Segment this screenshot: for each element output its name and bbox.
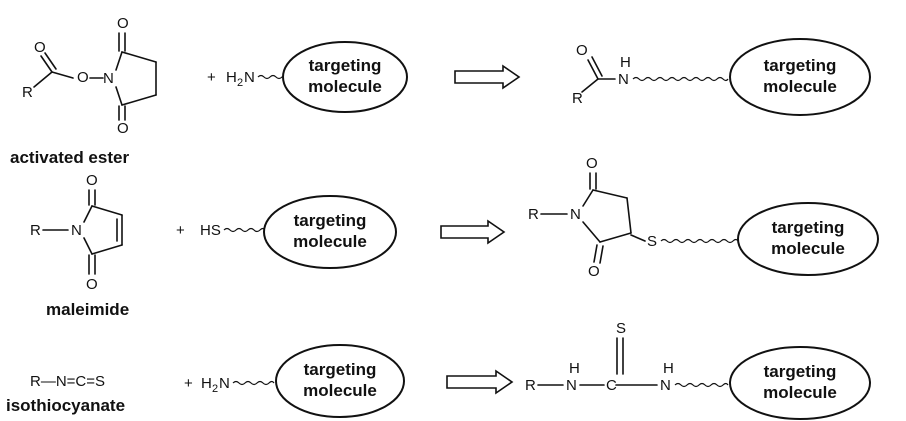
row-activated-ester: R O O N O O activated ester + H 2 <box>10 15 871 167</box>
bonds-thiourea <box>537 337 658 386</box>
linker-wavy <box>632 76 729 82</box>
linker-wavy <box>660 238 739 244</box>
atom-o: O <box>34 39 46 56</box>
targeting-molecule-ellipse <box>263 195 397 269</box>
atom-n: N <box>244 69 255 86</box>
atom-c: C <box>606 377 617 394</box>
targeting-label: targeting <box>772 218 845 237</box>
linker-wavy <box>674 382 729 388</box>
atom-o: O <box>117 15 129 32</box>
targeting-label: molecule <box>763 77 837 96</box>
atom-r: R <box>572 90 583 107</box>
atom-subscript-2: 2 <box>237 77 243 89</box>
atom-h: H <box>226 69 237 86</box>
atom-h: H <box>663 360 674 377</box>
atom-n: N <box>103 70 114 87</box>
plus-sign: + <box>184 375 193 392</box>
atom-o: O <box>77 69 89 86</box>
targeting-label: molecule <box>293 232 367 251</box>
atom-h: H <box>620 54 631 71</box>
plus-sign: + <box>207 69 216 86</box>
targeting-label: molecule <box>763 383 837 402</box>
atom-n: N <box>566 377 577 394</box>
atom-o: O <box>586 155 598 172</box>
atom-o: O <box>86 172 98 189</box>
atom-o: O <box>117 120 129 137</box>
row-maleimide: R N O O maleimide + HS targeting molecul… <box>30 155 879 319</box>
plus-sign: + <box>176 222 185 239</box>
targeting-molecule-ellipse <box>282 41 408 113</box>
atom-r: R <box>22 84 33 101</box>
atom-r: R <box>525 377 536 394</box>
linker-wavy <box>232 380 275 386</box>
atom-n: N <box>219 375 230 392</box>
isothiocyanate-formula: R—N=C=S <box>30 373 105 390</box>
targeting-molecule-ellipse <box>737 202 879 276</box>
linker-wavy <box>223 227 266 233</box>
atom-r: R <box>30 222 41 239</box>
bonds-amide <box>581 56 616 93</box>
targeting-label: molecule <box>303 381 377 400</box>
caption-activated-ester: activated ester <box>10 148 129 167</box>
atom-o: O <box>588 263 600 280</box>
atom-h: H <box>201 375 212 392</box>
bonds-maleimide <box>42 189 123 275</box>
reaction-arrow <box>440 219 506 245</box>
targeting-label: targeting <box>294 211 367 230</box>
targeting-label: targeting <box>309 56 382 75</box>
atom-n: N <box>71 222 82 239</box>
atom-n: N <box>570 206 581 223</box>
atom-o: O <box>86 276 98 293</box>
bonds-thiosuccinimide <box>540 172 646 264</box>
atom-o: O <box>576 42 588 59</box>
reaction-arrow <box>446 369 514 395</box>
atom-hs: HS <box>200 222 221 239</box>
targeting-molecule-ellipse <box>275 344 405 418</box>
bonds-succinimide <box>115 32 157 121</box>
targeting-label: targeting <box>304 360 377 379</box>
atom-r: R <box>528 206 539 223</box>
caption-maleimide: maleimide <box>46 300 129 319</box>
bonds-ester <box>33 52 104 88</box>
atom-s: S <box>616 320 626 337</box>
targeting-label: molecule <box>771 239 845 258</box>
caption-isothiocyanate: isothiocyanate <box>6 396 125 415</box>
atom-n: N <box>660 377 671 394</box>
targeting-label: targeting <box>764 362 837 381</box>
targeting-label: molecule <box>308 77 382 96</box>
row-isothiocyanate: R—N=C=S isothiocyanate + H 2 N targeting… <box>6 320 871 420</box>
targeting-molecule-ellipse <box>729 38 871 116</box>
atom-subscript-2: 2 <box>212 383 218 395</box>
targeting-label: targeting <box>764 56 837 75</box>
reaction-arrow <box>454 64 521 90</box>
targeting-molecule-ellipse <box>729 346 871 420</box>
atom-n: N <box>618 71 629 88</box>
atom-s: S <box>647 233 657 250</box>
atom-h: H <box>569 360 580 377</box>
